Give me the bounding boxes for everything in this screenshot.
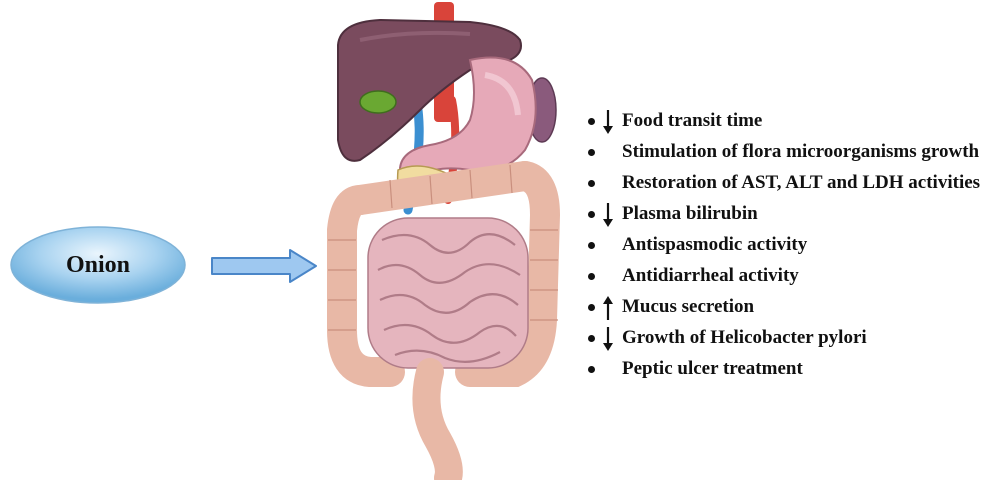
bullet-icon xyxy=(588,149,595,156)
gallbladder-shape xyxy=(359,90,397,114)
effect-item: Food transit time xyxy=(588,108,993,134)
stomach-highlight xyxy=(484,72,521,116)
effect-item: Growth of Helicobacter pylori xyxy=(588,325,993,351)
bullet-icon xyxy=(588,118,595,125)
bullet-icon xyxy=(588,304,595,311)
effect-item: Antidiarrheal activity xyxy=(588,263,993,289)
effect-item: Mucus secretion xyxy=(588,294,993,320)
bullet-icon xyxy=(588,242,595,249)
rectum-shape xyxy=(412,358,463,480)
effect-item: Stimulation of flora microorganisms grow… xyxy=(588,139,993,165)
effect-text: Stimulation of flora microorganisms grow… xyxy=(622,141,980,162)
onion-node: Onion xyxy=(8,224,188,306)
bullet-icon xyxy=(588,211,595,218)
effect-item: Peptic ulcer treatment xyxy=(588,356,993,382)
effect-text: Antidiarrheal activity xyxy=(622,265,799,286)
effect-text: Antispasmodic activity xyxy=(622,234,808,255)
block-arrow-right-icon xyxy=(211,249,317,283)
bullet-icon xyxy=(588,273,595,280)
small-intestine-shape xyxy=(367,217,529,369)
small-intestine-coils xyxy=(377,233,521,363)
down-arrow-icon xyxy=(603,203,613,227)
liver-highlight xyxy=(359,30,471,42)
down-arrow-icon xyxy=(603,327,613,351)
bullet-icon xyxy=(588,366,595,373)
effect-text: Plasma bilirubin xyxy=(622,203,758,224)
effect-text: Growth of Helicobacter pylori xyxy=(622,327,867,348)
effect-item: Plasma bilirubin xyxy=(588,201,993,227)
bullet-icon xyxy=(588,335,595,342)
colon-haustra xyxy=(328,164,558,331)
effect-text: Peptic ulcer treatment xyxy=(622,358,803,379)
digestive-system-illustration xyxy=(327,2,561,480)
effect-text: Restoration of AST, ALT and LDH activiti… xyxy=(622,172,981,193)
onion-ellipse-shape xyxy=(10,226,186,304)
liver-shape xyxy=(337,18,522,162)
effect-text: Food transit time xyxy=(622,110,763,131)
effect-text: Mucus secretion xyxy=(622,296,755,317)
effect-item: Antispasmodic activity xyxy=(588,232,993,258)
down-arrow-icon xyxy=(603,110,613,134)
onion-label: Onion xyxy=(65,251,131,278)
up-arrow-icon xyxy=(603,296,613,320)
bullet-icon xyxy=(588,180,595,187)
effect-item: Restoration of AST, ALT and LDH activiti… xyxy=(588,170,993,196)
transverse-colon-shape xyxy=(345,161,540,215)
